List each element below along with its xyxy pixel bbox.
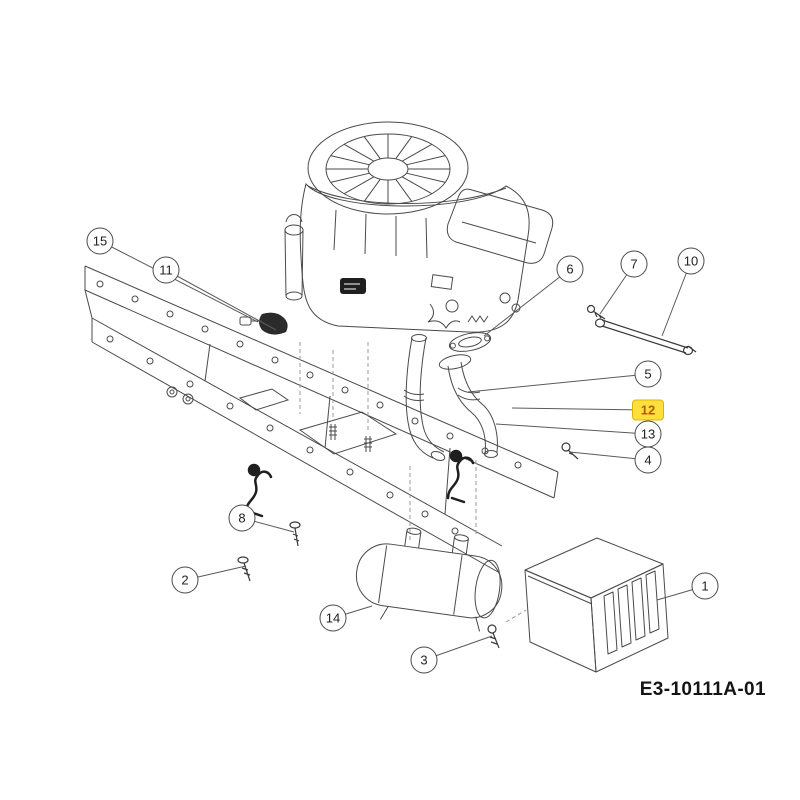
diagram-code: E3-10111A-01 [639,679,766,700]
callout-1[interactable]: 1 [691,572,719,600]
heat-shield [524,537,669,673]
callout-12[interactable]: 12 [632,399,664,421]
callout-7[interactable]: 7 [620,250,648,278]
callout-4[interactable]: 4 [634,446,662,474]
leader-line-12 [511,407,649,411]
engine-model-label [340,278,366,294]
callout-14[interactable]: 14 [319,604,347,632]
fasteners [237,304,697,649]
muffler [355,527,503,632]
frame-assembly [84,265,559,573]
callout-5[interactable]: 5 [634,360,662,388]
frame-spring-brackets [244,449,475,518]
callout-8[interactable]: 8 [228,504,256,532]
leader-line-13 [495,423,649,435]
callout-3[interactable]: 3 [410,646,438,674]
assembly-dashed-lines [299,342,527,623]
leader-line-11 [165,269,277,331]
leader-line-15 [99,240,259,323]
frame-holes-front [106,335,459,535]
fan-spokes [326,134,450,204]
exhaust-pipes [403,332,498,461]
heat-shield-vents [603,570,660,655]
leader-line-6 [483,268,571,337]
callout-11[interactable]: 11 [152,256,180,284]
callout-15[interactable]: 15 [86,227,114,255]
callout-6[interactable]: 6 [556,255,584,283]
callout-2[interactable]: 2 [171,566,199,594]
callout-13[interactable]: 13 [634,420,662,448]
leader-line-5 [467,373,649,393]
engine-assembly [284,121,554,333]
leader-lines [99,240,706,661]
callout-10[interactable]: 10 [677,247,705,275]
